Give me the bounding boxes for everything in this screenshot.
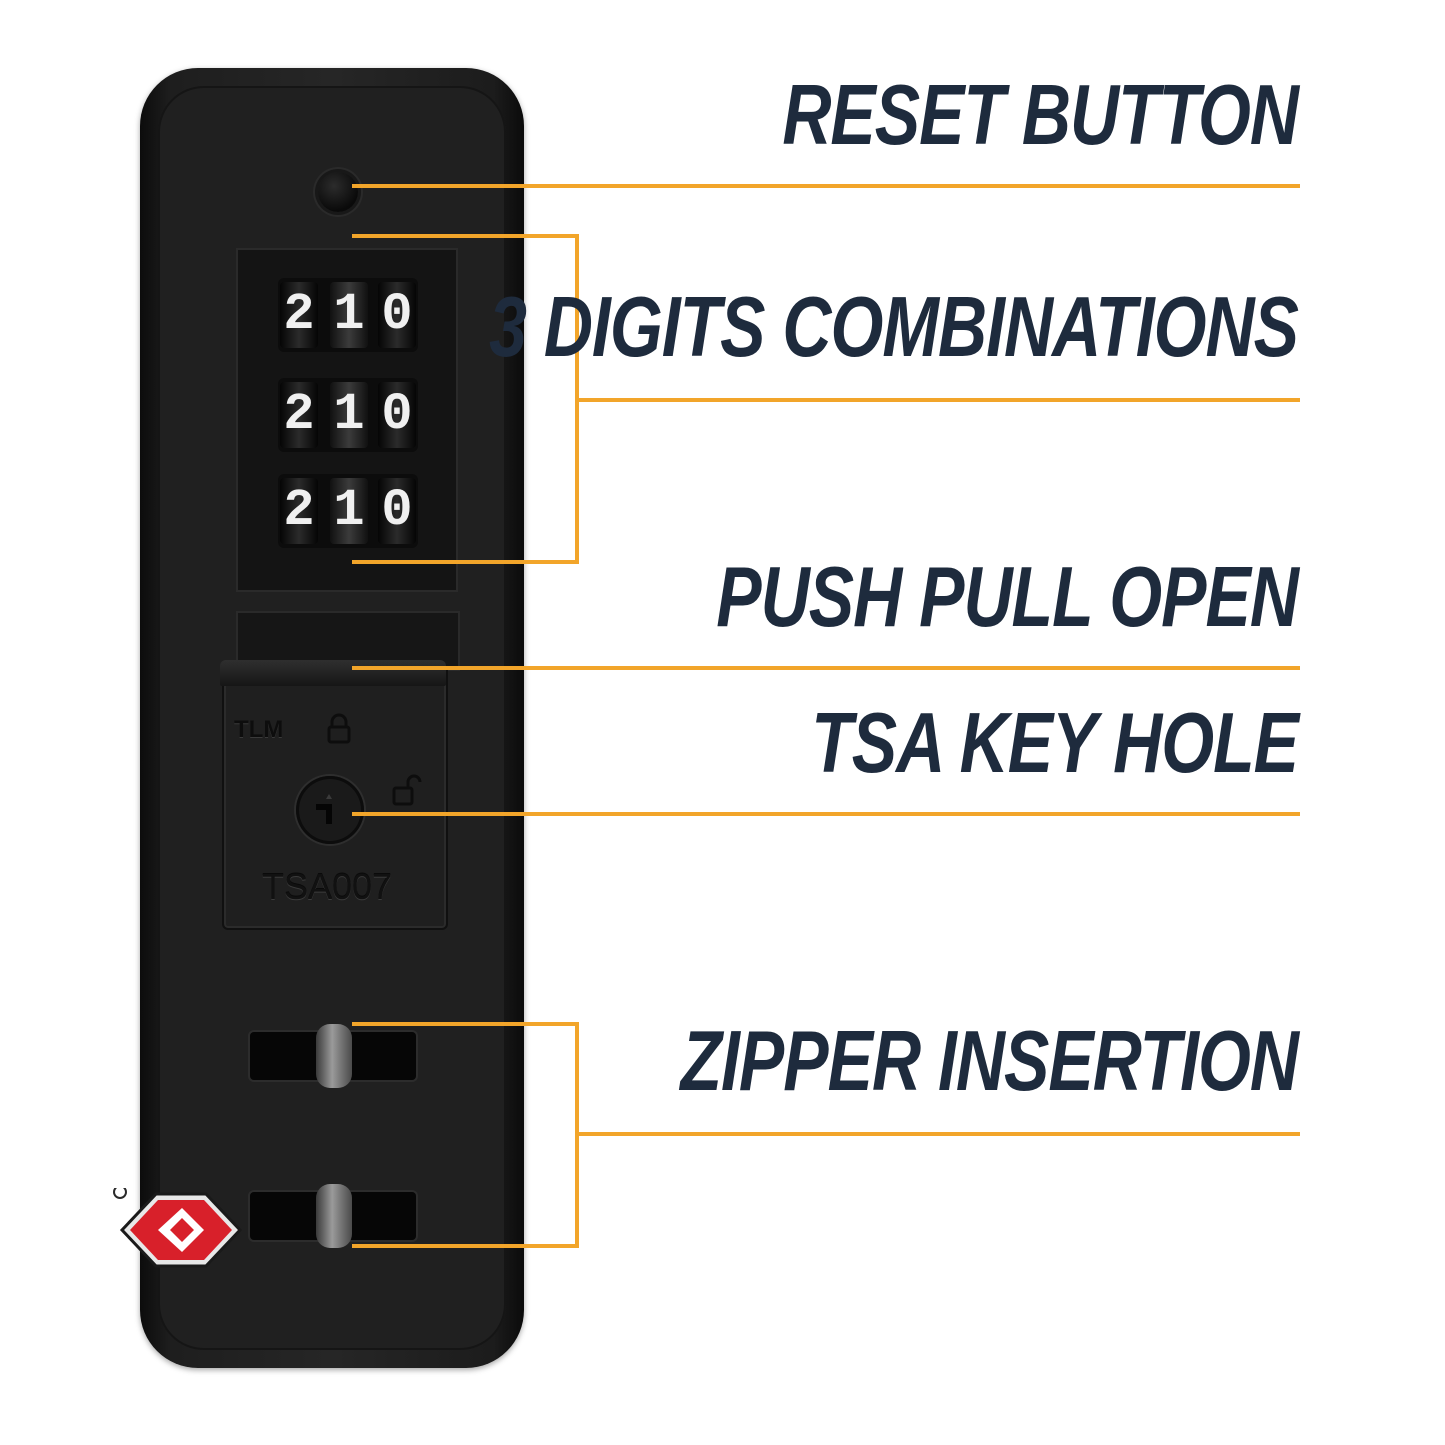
model-number: TSA007 (262, 866, 393, 907)
combination-dial: 2 1 0 (278, 378, 418, 452)
zipper-pin (316, 1024, 352, 1088)
push-pull-slider: TLM TSA007 (220, 660, 448, 930)
dial-digit: 0 (378, 382, 416, 448)
combination-dial: 2 1 0 (278, 474, 418, 548)
label-digits-combinations: 3 DIGITS COMBINATIONS (489, 279, 1299, 375)
dial-digit: 0 (378, 282, 416, 348)
tsa-key-hole (296, 776, 364, 844)
dial-digit: 1 (330, 382, 368, 448)
zipper-slot (250, 1184, 416, 1248)
zipper-pin (316, 1184, 352, 1248)
lock-closed-icon (327, 713, 351, 744)
reset-button (318, 172, 358, 212)
combination-dial: 2 1 0 (278, 278, 418, 352)
tsa-diamond-logo (113, 1188, 243, 1268)
dial-digit: 1 (330, 282, 368, 348)
lock-face: 2 1 0 2 1 0 2 1 0 TLM (158, 86, 506, 1350)
label-reset-button: RESET BUTTON (782, 67, 1299, 163)
lock-open-icon (392, 774, 422, 806)
dial-digit: 0 (378, 478, 416, 544)
dial-digit: 2 (280, 478, 318, 544)
dial-digit: 2 (280, 382, 318, 448)
label-tsa-key-hole: TSA KEY HOLE (811, 695, 1299, 791)
slider-lip (220, 660, 446, 686)
label-zipper-insertion: ZIPPER INSERTION (680, 1013, 1299, 1109)
key-slot-icon (316, 794, 332, 824)
travel-lock: 2 1 0 2 1 0 2 1 0 TLM (140, 68, 524, 1368)
dial-digit: 2 (280, 282, 318, 348)
dial-digit: 1 (330, 478, 368, 544)
combination-dial-window: 2 1 0 2 1 0 2 1 0 (236, 248, 458, 592)
zipper-slot (250, 1024, 416, 1088)
brand-mark: TLM (234, 716, 284, 743)
label-push-pull-open: PUSH PULL OPEN (716, 549, 1299, 645)
